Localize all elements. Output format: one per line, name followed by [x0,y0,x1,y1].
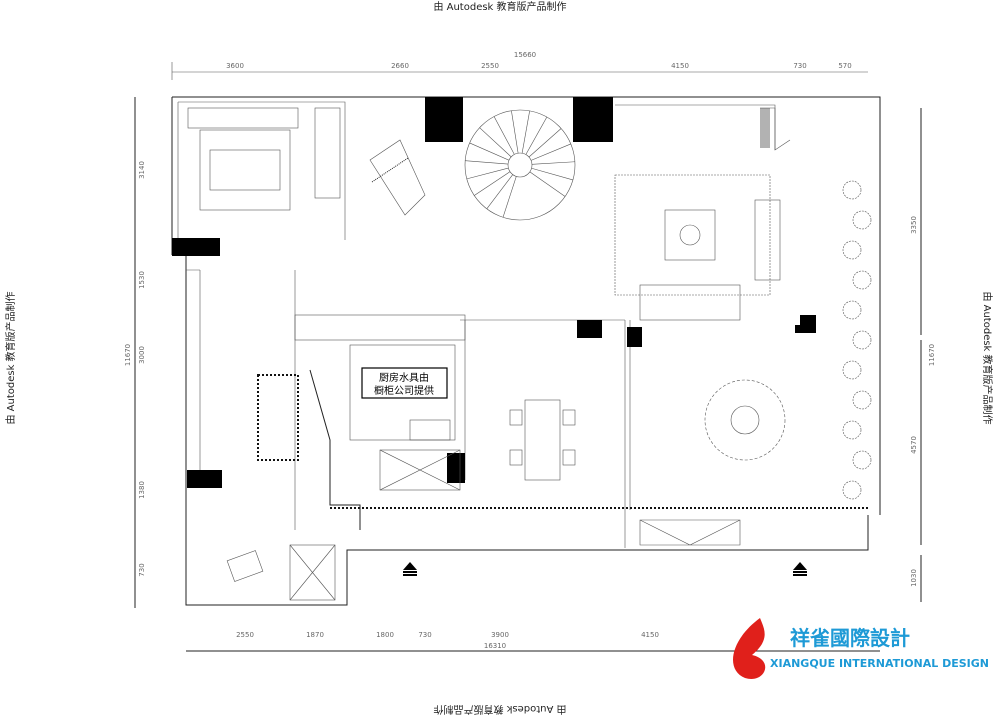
dim-label: 1800 [376,631,394,639]
right-dimension: 3350 4570 1030 11670 [910,108,936,602]
stair-step [469,142,510,161]
dim-label: 1030 [910,569,918,587]
planters [842,180,872,500]
watermark-left: 由 Autodesk 教育版产品制作 [4,291,17,424]
dim-bottom-total: 16310 [484,642,506,650]
dim-label: 3140 [138,161,146,179]
stair-step [474,171,511,196]
planter [842,180,862,200]
dim-label: 2550 [236,631,254,639]
columns [172,97,816,488]
spiral-staircase [464,109,576,221]
left-dimension: 11670 3140 1530 3000 1380 730 [124,97,146,608]
dim-label: 730 [418,631,431,639]
kitchen [294,314,466,491]
planter [852,390,872,410]
bedroom-furniture [187,107,341,211]
logo-cn-text: 祥雀國際設計 [790,626,910,650]
dim-label: 2550 [481,62,499,70]
round-table [704,379,786,461]
stair-step [466,167,509,180]
planter [842,300,862,320]
dim-right-total: 11670 [928,344,936,366]
living-room-furniture [614,174,781,321]
dim-label: 1870 [306,631,324,639]
top-dimension: 15660 3600 2660 2550 4150 730 570 [171,51,868,80]
dim-label: 2660 [391,62,409,70]
stair-step [531,161,575,165]
dim-left-total: 11670 [124,344,132,366]
dim-label: 4150 [641,631,659,639]
stair-step [465,160,509,165]
planter [852,450,872,470]
stair-step [528,128,562,158]
planter [852,210,872,230]
piano [369,139,426,216]
planter [842,240,862,260]
stair-step [479,127,512,158]
watermark-top: 由 Autodesk 教育版产品制作 [433,0,566,13]
entry-arrow-icon [793,562,807,576]
dim-label: 3000 [138,346,146,364]
stair-step [531,167,574,181]
pipe-line [309,369,361,530]
stair-step [502,176,517,218]
watermark-right: 由 Autodesk 教育版产品制作 [981,291,994,424]
stair-step [486,174,513,210]
bottom-dimension: 2550 1870 1800 730 3900 4150 16310 [186,631,880,652]
kitchen-note-line: 厨房水具由 [379,371,429,384]
dim-label: 730 [793,62,806,70]
kitchen-note-line: 橱柜公司提供 [374,384,434,397]
dim-label: 3600 [226,62,244,70]
walls [171,96,881,606]
dim-label: 1380 [138,481,146,499]
stair-step [525,116,548,155]
logo-en-text: XIANGQUE INTERNATIONAL DESIGN [770,657,989,670]
dining-table [509,399,576,481]
kitchen-note: 厨房水具由 橱柜公司提供 [361,367,448,399]
planter [852,330,872,350]
stair-step [530,143,571,161]
planter [852,270,872,290]
company-logo: 祥雀國際設計 XIANGQUE INTERNATIONAL DESIGN [733,618,989,679]
dim-top-total: 15660 [514,51,536,59]
planter [842,360,862,380]
planter [842,420,862,440]
planter [842,480,862,500]
stair-step [521,110,530,154]
dim-label: 730 [138,563,146,576]
entry-arrow-icon [403,562,417,576]
dim-label: 4570 [910,436,918,454]
stair-step [511,110,519,154]
stair-step [529,171,566,197]
dim-label: 3350 [910,216,918,234]
bathroom-outline [257,374,299,461]
entry-area [226,519,741,601]
dim-label: 3900 [491,631,509,639]
dim-label: 570 [838,62,851,70]
watermark-bottom: 由 Autodesk 教育版产品制作 [433,703,566,716]
stair-step [493,116,515,155]
dim-label: 1530 [138,271,146,289]
dim-label: 4150 [671,62,689,70]
